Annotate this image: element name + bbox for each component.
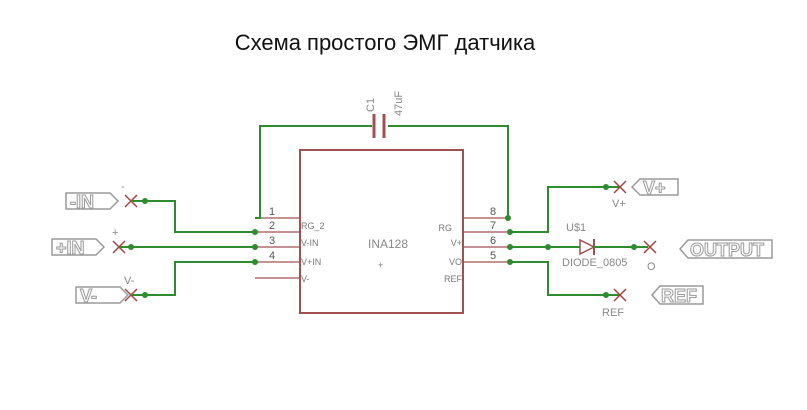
diode-value: DIODE_0805: [562, 257, 627, 269]
cap-wire-left: [255, 125, 372, 219]
v-plus-wire: [510, 186, 620, 233]
port-plus-in-label: +IN: [56, 238, 85, 258]
pin-3-num: 3: [269, 235, 275, 247]
minus-in-wire: [131, 200, 255, 233]
pin-4-num: 4: [269, 250, 275, 262]
diagram-title: Схема простого ЭМГ датчика: [234, 30, 536, 55]
pin-8-num: 8: [490, 206, 496, 218]
port-output: [678, 239, 773, 259]
port-ref: [650, 285, 704, 305]
pin-5-label: REF: [444, 274, 463, 284]
pin-vminus-label: V-: [301, 274, 310, 284]
pin-5-num: 5: [490, 250, 496, 262]
diode-name: U$1: [566, 222, 586, 234]
port-minus-in-label: -IN: [70, 192, 94, 212]
port-output-label: OUTPUT: [690, 240, 764, 260]
pin-1-num: 1: [269, 206, 275, 218]
pin-4-label: V+IN: [301, 257, 321, 267]
chip-origin-mark: +: [378, 260, 383, 270]
plus-in-net-label: +: [112, 227, 118, 239]
v-minus-net-label: V-: [124, 275, 135, 287]
ref-wire: [510, 261, 620, 296]
port-ref-label: REF: [661, 286, 697, 306]
capacitor-value: 47uF: [393, 91, 405, 116]
port-v-plus-label: V+: [643, 178, 666, 198]
port-v-minus-label: V-: [80, 286, 97, 306]
cap-wire-right: [388, 125, 509, 218]
port-minus-in: [65, 192, 120, 210]
pin-2-num: 2: [269, 220, 275, 232]
capacitor-name: C1: [365, 98, 377, 112]
pin-3-label: V-IN: [301, 238, 319, 248]
chip-name: INA128: [368, 237, 408, 251]
pin-7-label: V+: [451, 238, 462, 248]
pin-7-num: 7: [490, 220, 496, 232]
junction-dot: [505, 215, 511, 221]
pin-8-label: RG: [439, 223, 453, 233]
pin-6-label: VO: [449, 257, 462, 267]
v-minus-wire: [131, 261, 255, 296]
minus-in-net-label: -: [121, 181, 125, 193]
pin-2-label: RG_2: [301, 221, 325, 231]
port-v-minus: [75, 286, 130, 304]
v-plus-net-label: V+: [612, 198, 626, 210]
ref-net-label: REF: [602, 307, 624, 319]
diode-triangle: [579, 238, 596, 256]
port-v-plus: [630, 178, 679, 196]
output-net-label: O: [647, 261, 656, 273]
port-plus-in: [51, 238, 106, 256]
pin-6-num: 6: [490, 235, 496, 247]
